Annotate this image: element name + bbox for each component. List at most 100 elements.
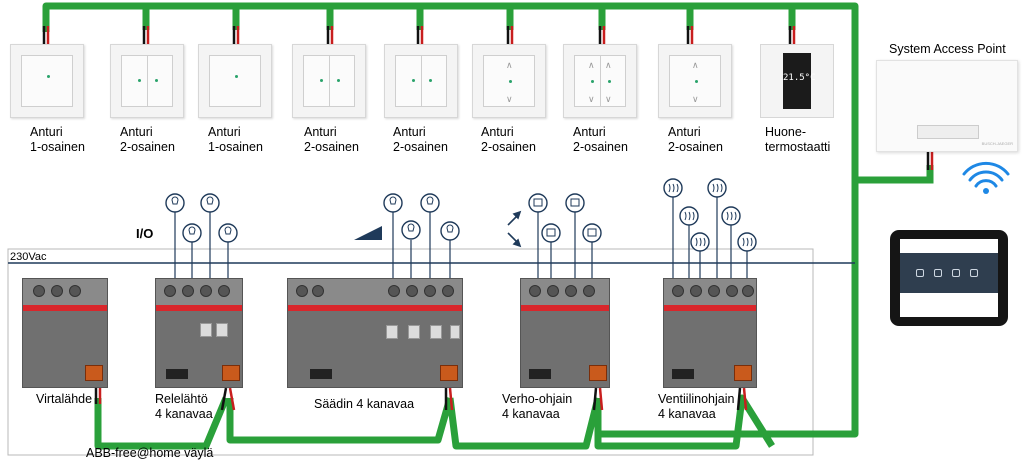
- rocker[interactable]: [21, 55, 73, 107]
- rocker[interactable]: [209, 55, 261, 107]
- chevron-down-icon: ∨: [506, 94, 513, 104]
- manual-switch[interactable]: [216, 323, 228, 337]
- module-red-stripe: [23, 305, 107, 311]
- sensor-label: Anturi 2-osainen: [393, 125, 448, 154]
- terminal-screw: [442, 285, 454, 297]
- sensor-wire-pairs: [42, 26, 934, 170]
- terminal-screw: [547, 285, 559, 297]
- app-icon[interactable]: [934, 269, 942, 277]
- manual-switch[interactable]: [200, 323, 212, 337]
- wireless-icon: [962, 161, 1010, 194]
- tablet-screen[interactable]: [900, 239, 998, 317]
- access-point-title: System Access Point: [889, 42, 1006, 56]
- bus-connector: [440, 365, 458, 381]
- heating-icon: [690, 232, 710, 252]
- lamp-icon: [165, 193, 185, 213]
- rocker[interactable]: [669, 55, 721, 107]
- relay-module[interactable]: [155, 278, 243, 388]
- led-icon: [429, 79, 432, 82]
- module-display: [310, 369, 332, 379]
- led-icon: [591, 80, 594, 83]
- actuator-label: Säädin 4 kanavaa: [314, 397, 415, 411]
- bus-connector: [589, 365, 607, 381]
- manual-switch[interactable]: [386, 325, 398, 339]
- terminal-screw: [164, 285, 176, 297]
- sensor-bus-drops: [142, 6, 796, 30]
- terminal-screw: [742, 285, 754, 297]
- mains-label: 230Vac: [10, 251, 47, 263]
- system-access-point[interactable]: BUSCH-JAEGER: [876, 60, 1018, 152]
- terminal-screw: [726, 285, 738, 297]
- chevron-up-icon: ∧: [605, 60, 612, 70]
- chevron-up-icon: ∧: [506, 60, 513, 70]
- chevron-down-icon: ∨: [692, 94, 699, 104]
- terminal-screw: [200, 285, 212, 297]
- sensor-label: Anturi 1-osainen: [208, 125, 263, 154]
- tablet[interactable]: [890, 230, 1008, 326]
- led-icon: [155, 79, 158, 82]
- terminal-screw: [690, 285, 702, 297]
- sensor-label: Anturi 2-osainen: [304, 125, 359, 154]
- module-display: [166, 369, 188, 379]
- sensor-2[interactable]: [110, 44, 184, 118]
- app-icon[interactable]: [970, 269, 978, 277]
- io-label: I/O: [136, 226, 154, 241]
- blind-icon: [541, 223, 561, 243]
- lamp-icon: [383, 193, 403, 213]
- terminal-screw: [583, 285, 595, 297]
- terminal-screw: [218, 285, 230, 297]
- sensor-5[interactable]: [384, 44, 458, 118]
- bus-connector: [734, 365, 752, 381]
- led-icon: [509, 80, 512, 83]
- lamp-icon: [218, 223, 238, 243]
- heating-glyphs: [668, 183, 753, 247]
- app-icon[interactable]: [916, 269, 924, 277]
- manual-switch[interactable]: [450, 325, 460, 339]
- led-icon: [138, 79, 141, 82]
- chevron-down-icon: ∨: [605, 94, 612, 104]
- terminal-screw: [406, 285, 418, 297]
- tablet-dashboard: [900, 253, 998, 293]
- module-red-stripe: [288, 305, 462, 311]
- lamp-icon: [182, 223, 202, 243]
- access-point-brand: BUSCH-JAEGER: [981, 141, 1013, 146]
- up-down-arrows-icon: [507, 210, 522, 248]
- sensor-3[interactable]: [198, 44, 272, 118]
- bus-connector: [222, 365, 240, 381]
- blind-icon: [582, 223, 602, 243]
- module-red-stripe: [664, 305, 756, 311]
- chevron-down-icon: ∨: [588, 94, 595, 104]
- actuator-label: Relelähtö 4 kanavaa: [155, 392, 213, 421]
- actuator-label: Virtalähde: [36, 392, 93, 406]
- blind-icons: [528, 193, 602, 243]
- sensor-6[interactable]: ∧ ∨: [472, 44, 546, 118]
- manual-switch[interactable]: [408, 325, 420, 339]
- power-supply-module[interactable]: [22, 278, 108, 388]
- sensor-1[interactable]: [10, 44, 84, 118]
- terminal-screw: [33, 285, 45, 297]
- room-thermostat[interactable]: 21.5°C: [760, 44, 834, 118]
- app-icon[interactable]: [952, 269, 960, 277]
- sensor-4[interactable]: [292, 44, 366, 118]
- actuator-label: Verho-ohjain 4 kanavaa: [502, 392, 573, 421]
- module-red-stripe: [156, 305, 242, 311]
- chevron-up-icon: ∧: [692, 60, 699, 70]
- heating-icon: [663, 178, 683, 198]
- lamp-glyphs: [171, 196, 454, 235]
- terminal-screw: [51, 285, 63, 297]
- sensor-8[interactable]: ∧ ∨: [658, 44, 732, 118]
- valve-actuator-module[interactable]: [663, 278, 757, 388]
- led-icon: [235, 75, 238, 78]
- lamp-icon: [401, 220, 421, 240]
- heating-icon: [679, 206, 699, 226]
- blind-glyphs: [533, 198, 597, 237]
- dimmer-module[interactable]: [287, 278, 463, 388]
- bus-line-access-point: [855, 165, 934, 184]
- manual-switch[interactable]: [430, 325, 442, 339]
- blind-actuator-module[interactable]: [520, 278, 610, 388]
- sensor-7[interactable]: ∧ ∧ ∨ ∨: [563, 44, 637, 118]
- sensor-label: Anturi 2-osainen: [573, 125, 628, 154]
- terminal-screw: [69, 285, 81, 297]
- access-point-port: [917, 125, 979, 139]
- heating-icon: [721, 206, 741, 226]
